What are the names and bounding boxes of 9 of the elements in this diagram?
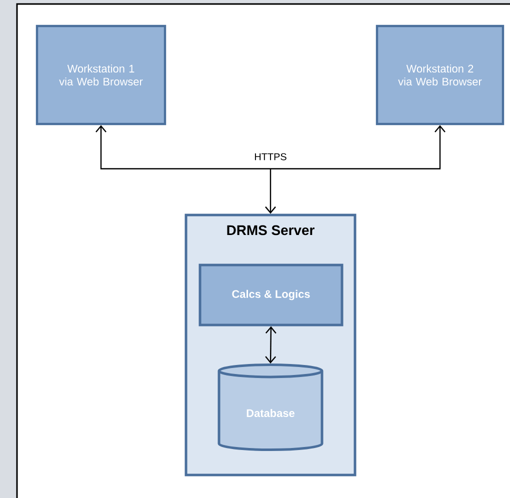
arrow xyxy=(96,125,270,170)
process-box: Calcs & Logics xyxy=(198,264,344,326)
workstation-box: Workstation 1 via Web Browser xyxy=(36,24,166,126)
workstation-box: Workstation 2 via Web Browser xyxy=(376,24,504,126)
database-cylinder: Database xyxy=(218,364,324,451)
arrow xyxy=(270,125,446,170)
arrow xyxy=(265,168,276,214)
edge-label: HTTPS xyxy=(253,152,288,162)
arrow xyxy=(265,326,276,364)
